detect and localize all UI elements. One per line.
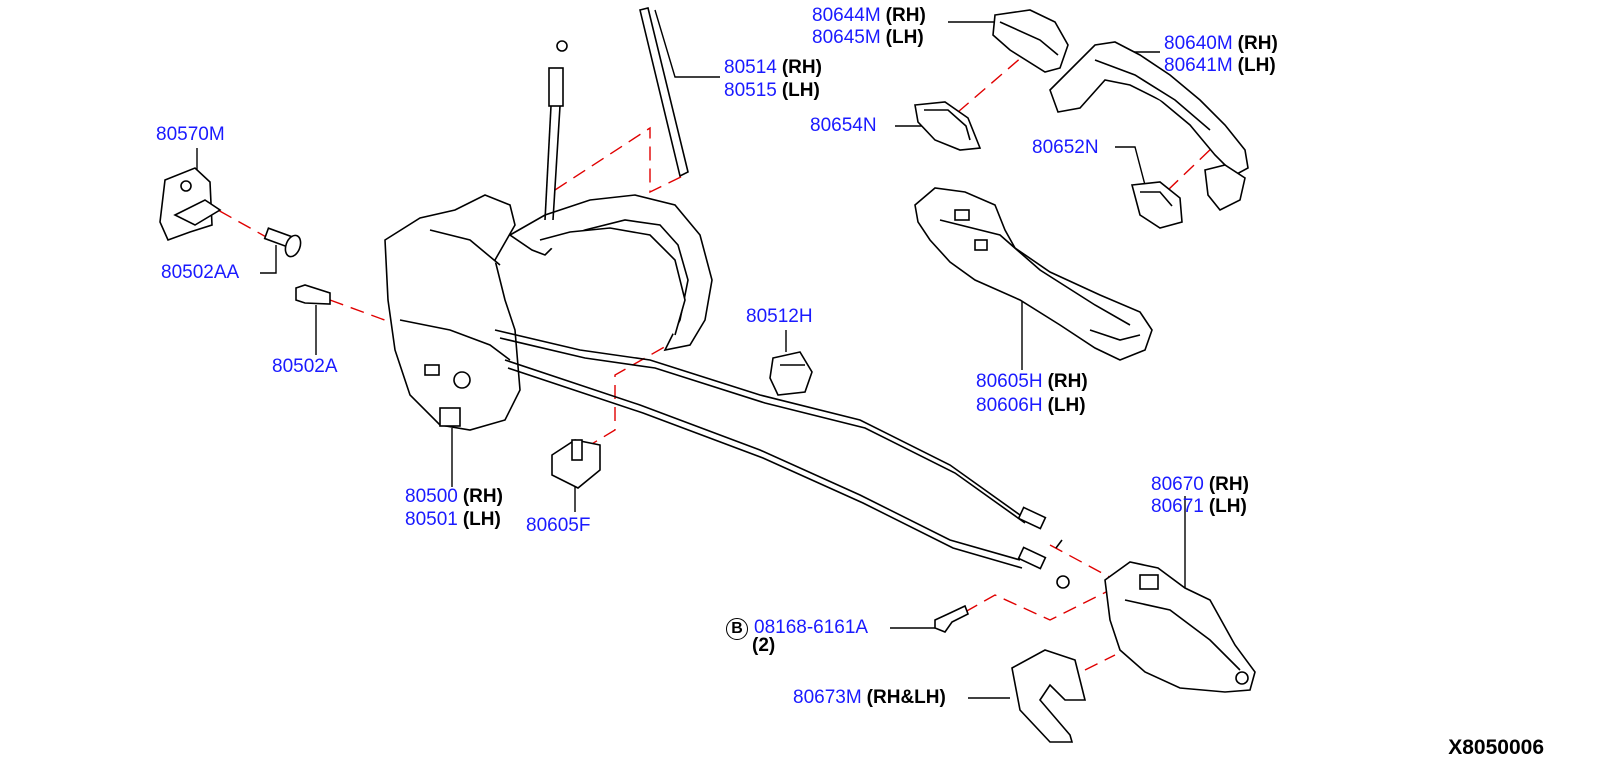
side-designation: (RH)	[462, 486, 503, 507]
part-number: 80645M	[812, 27, 881, 48]
door-lock-actuator	[384, 194, 521, 431]
quantity: (2)	[752, 635, 776, 656]
part-number: 80570M	[156, 124, 225, 145]
lock-knob-cable	[544, 40, 568, 221]
side-designation: (RH)	[781, 57, 822, 78]
side-designation: (LH)	[781, 80, 820, 101]
part-number: 80514	[724, 57, 777, 78]
part-number: 80605F	[526, 515, 591, 536]
handle-gasket-front	[914, 101, 982, 151]
side-designation: (RH)	[1237, 33, 1278, 54]
outside-handle-bracket	[914, 187, 1153, 361]
part-number: 80670	[1151, 474, 1204, 495]
label-80644M: 80644M(RH)	[812, 5, 926, 27]
diagram-code: X8050006	[1448, 736, 1544, 759]
label-80670: 80670(RH)	[1151, 474, 1249, 496]
part-number: 80652N	[1032, 137, 1099, 158]
label-80514: 80514(RH)	[724, 57, 822, 79]
part-number: 80644M	[812, 5, 881, 26]
lock-screw	[295, 284, 331, 305]
part-number: 80501	[405, 509, 458, 530]
side-designation: (RH&LH)	[866, 687, 946, 708]
label-80502AA: 80502AA	[161, 262, 239, 284]
label-80605F: 80605F	[526, 515, 590, 537]
label-80641M: 80641M(LH)	[1164, 55, 1276, 77]
label-80515: 80515(LH)	[724, 80, 820, 102]
side-designation: (LH)	[1237, 55, 1276, 76]
cable-ends	[1017, 506, 1070, 589]
label-80673M: 80673M(RH&LH)	[793, 687, 946, 709]
side-designation: (RH)	[885, 5, 926, 26]
inside-door-handle	[1104, 561, 1256, 693]
label-80640M: 80640M(RH)	[1164, 33, 1278, 55]
part-number: 08168-6161A	[754, 617, 869, 638]
side-designation: (LH)	[1047, 395, 1086, 416]
part-number: 80671	[1151, 496, 1204, 517]
label-80606H: 80606H(LH)	[976, 395, 1086, 417]
lock-rod-cable-loop	[508, 194, 713, 352]
side-designation: (LH)	[1208, 496, 1247, 517]
cable-clamp	[551, 439, 601, 489]
inside-handle-bolt	[934, 604, 970, 633]
label-80671: 80671(LH)	[1151, 496, 1247, 518]
label-80654N: 80654N	[810, 115, 877, 137]
label-80512H: 80512H	[746, 306, 813, 328]
label-80652N: 80652N	[1032, 137, 1099, 159]
side-designation: (LH)	[885, 27, 924, 48]
side-designation: (RH)	[1047, 371, 1088, 392]
label-80605H: 80605H(RH)	[976, 371, 1088, 393]
part-number: 80673M	[793, 687, 862, 708]
part-number: 80654N	[810, 115, 877, 136]
label-08168-quantity: (2)	[752, 635, 775, 657]
part-number: 80502A	[272, 356, 338, 377]
callout-b-marker: B	[726, 618, 748, 640]
handle-escutcheon-cap	[992, 9, 1069, 73]
part-number: 80502AA	[161, 262, 240, 283]
inside-handle-escutcheon	[1011, 649, 1087, 743]
handle-gasket-rear	[1130, 181, 1183, 229]
part-number: 80640M	[1164, 33, 1233, 54]
cable-clip	[769, 351, 813, 396]
side-designation: (LH)	[462, 509, 501, 530]
door-striker	[159, 167, 222, 242]
part-number: 80515	[724, 80, 777, 101]
part-number: 80641M	[1164, 55, 1233, 76]
label-80570M: 80570M	[156, 124, 225, 146]
lock-rod	[639, 7, 689, 178]
outside-door-handle	[1049, 41, 1249, 212]
label-80500: 80500(RH)	[405, 486, 503, 508]
part-number: 80605H	[976, 371, 1043, 392]
label-80645M: 80645M(LH)	[812, 27, 924, 49]
part-number: 80500	[405, 486, 458, 507]
label-80502A: 80502A	[272, 356, 338, 378]
part-number: 80512H	[746, 306, 813, 327]
inside-handle-cables	[494, 329, 1026, 569]
part-number: 80606H	[976, 395, 1043, 416]
side-designation: (RH)	[1208, 474, 1249, 495]
label-80501: 80501(LH)	[405, 509, 501, 531]
label-08168-6161A: B 08168-6161A	[726, 617, 868, 640]
striker-screw	[263, 227, 302, 258]
leader-lines	[196, 9, 1186, 699]
